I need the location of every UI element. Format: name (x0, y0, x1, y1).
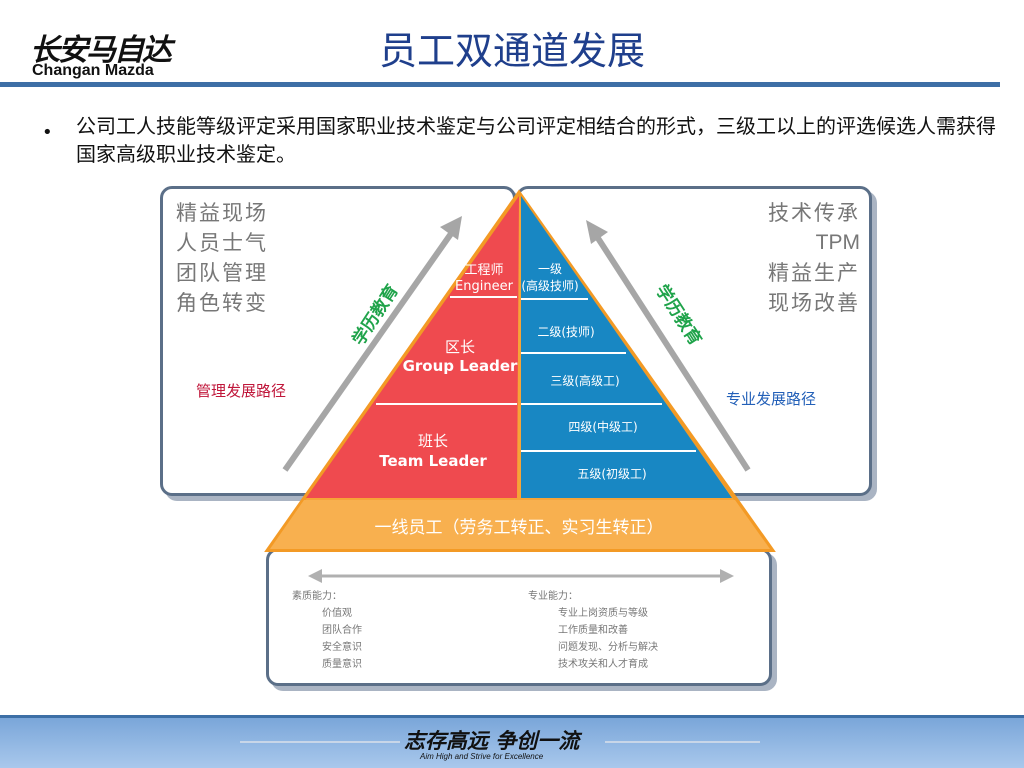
grade-1-line1: 一级 (538, 262, 562, 276)
list-item: 人员士气 (176, 231, 268, 255)
footer-bar (0, 718, 1024, 768)
list-item: 团队管理 (176, 261, 268, 285)
level-group-leader-cn: 区长 (445, 338, 475, 356)
pyramid-base-label: 一线员工（劳务工转正、实习生转正） (375, 518, 664, 538)
company-logo-en: Changan Mazda (32, 62, 154, 79)
pyramid-right-half (521, 196, 732, 498)
quality-abilities-title: 素质能力： (292, 591, 342, 602)
left-education-arrow (282, 216, 462, 472)
right-arrow-label: 学历教育 (651, 281, 706, 349)
list-item: 工作质量和改善 (558, 625, 628, 636)
pyramid-left-half (306, 196, 519, 498)
level-team-leader-cn: 班长 (418, 432, 448, 450)
grade-4: 四级(中级工) (568, 419, 637, 434)
list-item: 技术攻关和人才育成 (558, 659, 648, 670)
bullet-marker: • (42, 122, 53, 143)
professional-abilities: 专业能力： 专业上岗资质与等级 工作质量和改善 问题发现、分析与解决 技术攻关和… (528, 588, 658, 673)
professional-path-label: 专业发展路径 (726, 390, 816, 408)
footer-slogan-en: Aim High and Strive for Excellence (420, 752, 544, 761)
right-education-arrow (586, 220, 751, 472)
right-panel-list: 技术传承 TPM 精益生产 现场改善 (768, 198, 860, 318)
footer-slogan-cn: 志存高远 争创一流 (404, 729, 580, 753)
level-engineer-en: Engineer (455, 279, 514, 294)
pyramid (264, 189, 776, 552)
list-item: TPM (815, 231, 860, 254)
footer-line-right (605, 741, 760, 743)
list-item: 技术传承 (768, 201, 860, 225)
left-panel-list: 精益现场 人员士气 团队管理 角色转变 (176, 198, 268, 318)
bottom-panel (266, 548, 772, 686)
grade-1-line2: (高级技师) (521, 278, 578, 293)
list-item: 精益现场 (176, 201, 268, 225)
list-item: 精益生产 (768, 261, 860, 285)
bullet-text: 公司工人技能等级评定采用国家职业技术鉴定与公司评定相结合的形式，三级工以上的评选… (76, 114, 996, 166)
header-divider (0, 82, 1000, 87)
page-title: 员工双通道发展 (378, 29, 645, 73)
list-item: 角色转变 (176, 291, 268, 315)
level-group-leader-en: Group Leader (403, 357, 518, 375)
list-item: 专业上岗资质与等级 (558, 608, 648, 619)
quality-abilities: 素质能力： 价值观 团队合作 安全意识 质量意识 (292, 588, 362, 673)
company-logo-cn: 长安马自达 (30, 33, 172, 68)
list-item: 安全意识 (322, 642, 362, 653)
bottom-double-arrow (308, 569, 734, 583)
footer-divider (0, 715, 1024, 719)
list-item: 问题发现、分析与解决 (558, 642, 658, 653)
list-item: 质量意识 (322, 659, 362, 670)
grade-5: 五级(初级工) (577, 467, 646, 481)
list-item: 现场改善 (768, 291, 860, 315)
list-item: 价值观 (322, 608, 352, 619)
list-item: 团队合作 (322, 625, 362, 636)
grade-2: 二级(技师) (537, 325, 594, 339)
management-path-label: 管理发展路径 (196, 382, 286, 400)
footer-line-left (240, 741, 400, 743)
professional-abilities-title: 专业能力： (528, 591, 578, 602)
grade-3: 三级(高级工) (550, 373, 619, 388)
level-engineer-cn: 工程师 (464, 263, 503, 278)
level-team-leader-en: Team Leader (379, 452, 487, 470)
base-band (270, 500, 770, 549)
